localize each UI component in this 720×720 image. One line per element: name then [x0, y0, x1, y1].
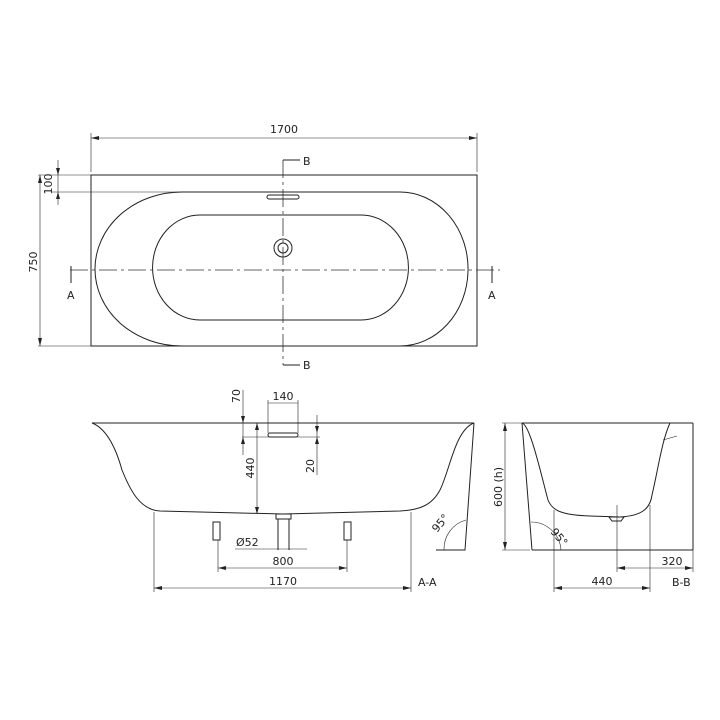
tub-basin-outline — [152, 214, 409, 321]
dim-feet-spacing: 800 — [273, 555, 294, 568]
dim-drain-offset: 320 — [662, 555, 683, 568]
top-view: B B A A 1700 750 100 — [27, 123, 500, 372]
foot-right-icon — [343, 521, 352, 541]
section-b-top-label: B — [303, 155, 311, 168]
dim-length: 1700 — [270, 123, 298, 136]
overflow-icon — [267, 432, 299, 438]
dim-rim-offset: 100 — [42, 174, 55, 195]
dim-base-length: 1170 — [269, 575, 297, 588]
section-aa-view: 95° 140 70 440 20 Ø52 800 1170 A-A — [91, 389, 475, 592]
dim-base-width: 440 — [592, 575, 613, 588]
section-a-right-label: A — [488, 289, 496, 302]
section-aa-profile — [91, 422, 475, 515]
dim-overflow-depth: 70 — [230, 389, 243, 403]
section-bb-angle: 95° — [548, 526, 570, 549]
section-aa-label: A-A — [418, 576, 437, 589]
section-a-left-label: A — [67, 289, 75, 302]
section-bb-view: 95° 600 (h) 320 440 B-B — [492, 422, 694, 592]
section-bb-label: B-B — [672, 576, 691, 589]
drain-icon — [275, 513, 292, 520]
section-bb-profile — [521, 422, 671, 518]
dim-drain-depth: 440 — [244, 458, 257, 479]
dim-height: 600 (h) — [492, 467, 505, 507]
dim-overflow-width: 140 — [273, 390, 294, 403]
section-b-bottom-label: B — [303, 359, 311, 372]
dim-overflow-height: 20 — [304, 459, 317, 473]
section-aa-angle: 95° — [429, 512, 451, 535]
drain-icon — [608, 516, 625, 522]
foot-left-icon — [212, 521, 221, 541]
dim-width: 750 — [27, 252, 40, 273]
dim-drain-diameter: Ø52 — [236, 536, 259, 549]
tub-rim-outline — [94, 191, 469, 347]
